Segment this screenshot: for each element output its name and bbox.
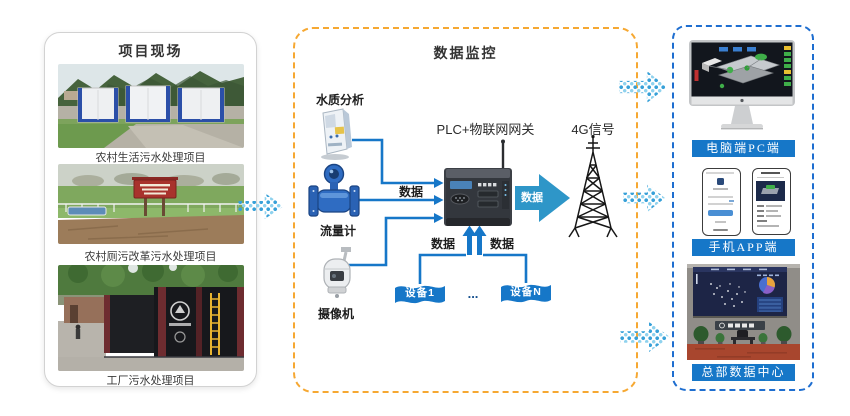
data-monitoring-title: 数据监控 bbox=[433, 47, 498, 62]
deviceN-data-label: 数据 bbox=[489, 237, 514, 251]
photo-caption-rural-sewage: 农村生活污水处理项目 bbox=[95, 152, 206, 164]
device-n-label: 设备N bbox=[510, 286, 542, 298]
big-arrow-data-label: 数据 bbox=[521, 192, 543, 204]
plc-gateway-device bbox=[444, 139, 512, 226]
factory-photo-graphic bbox=[58, 265, 244, 371]
banner-flag-shape bbox=[501, 284, 551, 303]
4g-signal-label: 4G信号 bbox=[571, 122, 615, 137]
rural-sewage-photo-graphic bbox=[58, 64, 244, 148]
photo-caption-factory: 工厂污水处理项目 bbox=[106, 375, 195, 387]
plc-gateway-label: PLC+物联网网关 bbox=[436, 122, 535, 137]
flow-data-label: 数据 bbox=[398, 185, 423, 199]
water-quality-label: 水质分析 bbox=[315, 93, 364, 107]
phone-login-mockup bbox=[702, 168, 741, 236]
clients-panel: 电脑端PC端 手机APP端 bbox=[672, 25, 814, 391]
connector-lines bbox=[349, 138, 570, 284]
camera-label: 摄像机 bbox=[317, 307, 354, 321]
datacenter-caption: 总部数据中心 bbox=[692, 364, 795, 381]
phone-dashboard-mockup bbox=[752, 168, 791, 235]
photo-caption-toilet-reform: 农村厕污改革污水处理项目 bbox=[84, 251, 217, 263]
device1-data-label: 数据 bbox=[430, 237, 455, 251]
4g-tower-icon bbox=[568, 135, 618, 238]
photo-rural-sewage-plant bbox=[58, 64, 244, 148]
project-site-panel: 项目现场 bbox=[44, 32, 257, 387]
flow-meter-label: 流量计 bbox=[319, 224, 356, 238]
water-analyzer-icon bbox=[321, 108, 352, 160]
device-n-banner: 设备N bbox=[500, 281, 552, 307]
big-data-arrow bbox=[515, 174, 570, 222]
flow-meter-icon bbox=[308, 163, 360, 217]
pc-monitor bbox=[689, 40, 795, 130]
pc-client-caption: 电脑端PC端 bbox=[692, 140, 795, 157]
photo-factory-plant bbox=[58, 265, 244, 371]
device-1-label: 设备1 bbox=[405, 287, 435, 299]
device-ellipsis: ... bbox=[467, 286, 479, 301]
app-client-caption: 手机APP端 bbox=[692, 239, 795, 256]
device-1-banner: 设备1 bbox=[394, 282, 446, 308]
project-site-title: 项目现场 bbox=[118, 45, 183, 60]
photo-toilet-reform-plant bbox=[58, 164, 244, 244]
banner-flag-shape bbox=[395, 285, 445, 304]
data-monitoring-panel: 数据监控 水质分析 bbox=[293, 27, 638, 393]
datacenter-photo bbox=[687, 264, 800, 360]
camera-icon bbox=[323, 247, 351, 298]
toilet-reform-photo-graphic bbox=[58, 164, 244, 244]
